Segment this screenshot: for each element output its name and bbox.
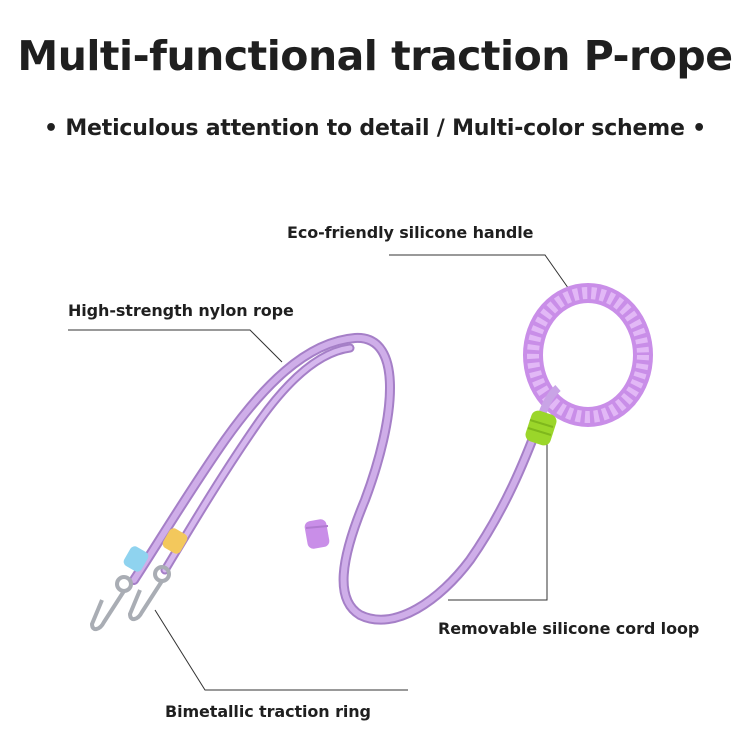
callout-traction-ring: Bimetallic traction ring (165, 702, 371, 721)
silicone-handle (523, 283, 653, 427)
loop-leader-line (448, 438, 548, 601)
blue-ring (123, 546, 149, 572)
clip-rings (123, 528, 188, 572)
page-title: Multi-functional traction P-rope (17, 32, 733, 80)
callout-nylon-rope: High-strength nylon rope (68, 301, 294, 320)
nylon-rope (129, 332, 545, 625)
handle-leader-line (389, 254, 579, 303)
purple-cord-ring (304, 519, 330, 549)
nylon-leader-line (68, 329, 283, 363)
ring-leader-line (154, 609, 408, 691)
traction-clips (89, 565, 171, 631)
page-subtitle: • Meticulous attention to detail / Multi… (44, 116, 706, 141)
callout-lines (68, 254, 579, 691)
callout-handle: Eco-friendly silicone handle (287, 223, 534, 242)
green-cord-loop (525, 410, 557, 446)
callout-cord-loop: Removable silicone cord loop (438, 619, 700, 638)
yellow-ring (162, 528, 188, 554)
